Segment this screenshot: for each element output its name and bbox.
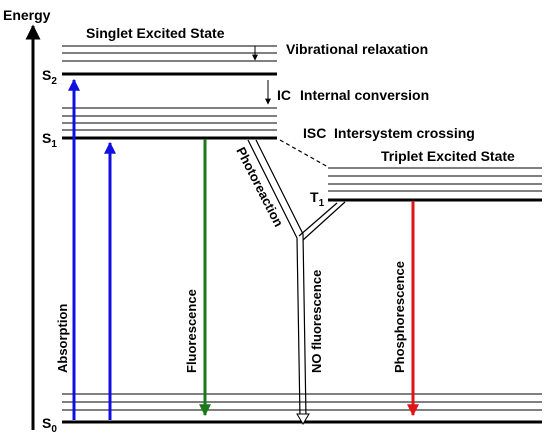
ic-abbreviation: IC	[277, 87, 291, 103]
energy-axis-label: Energy	[3, 7, 51, 23]
no-fluorescence-label: NO fluorescence	[309, 270, 324, 373]
t1-label: T1	[310, 189, 325, 209]
vibrational-relaxation-label: Vibrational relaxation	[286, 41, 428, 57]
internal-conversion-label: Internal conversion	[300, 87, 429, 103]
s2-label: S2	[42, 67, 57, 87]
fluorescence-label: Fluorescence	[184, 289, 199, 373]
absorption-label: Absorption	[55, 304, 70, 373]
singlet-state-title: Singlet Excited State	[86, 25, 225, 41]
photoreaction-label: Photoreaction	[233, 145, 286, 230]
phosphorescence-label: Phosphorescence	[392, 261, 407, 373]
s1-vibrational-levels	[62, 107, 277, 131]
isc-abbreviation: ISC	[303, 125, 326, 141]
intersystem-crossing-dashed	[279, 139, 329, 168]
s2-vibrational-levels	[62, 45, 277, 62]
intersystem-crossing-label: Intersystem crossing	[334, 125, 475, 141]
s0-label: S0	[42, 415, 57, 435]
triplet-state-title: Triplet Excited State	[381, 148, 515, 164]
photoreaction-arrowhead	[296, 413, 310, 425]
photoreaction-path	[247, 139, 346, 419]
s1-label: S1	[42, 130, 57, 150]
t1-vibrational-levels	[328, 167, 542, 192]
s0-vibrational-levels	[62, 393, 542, 411]
